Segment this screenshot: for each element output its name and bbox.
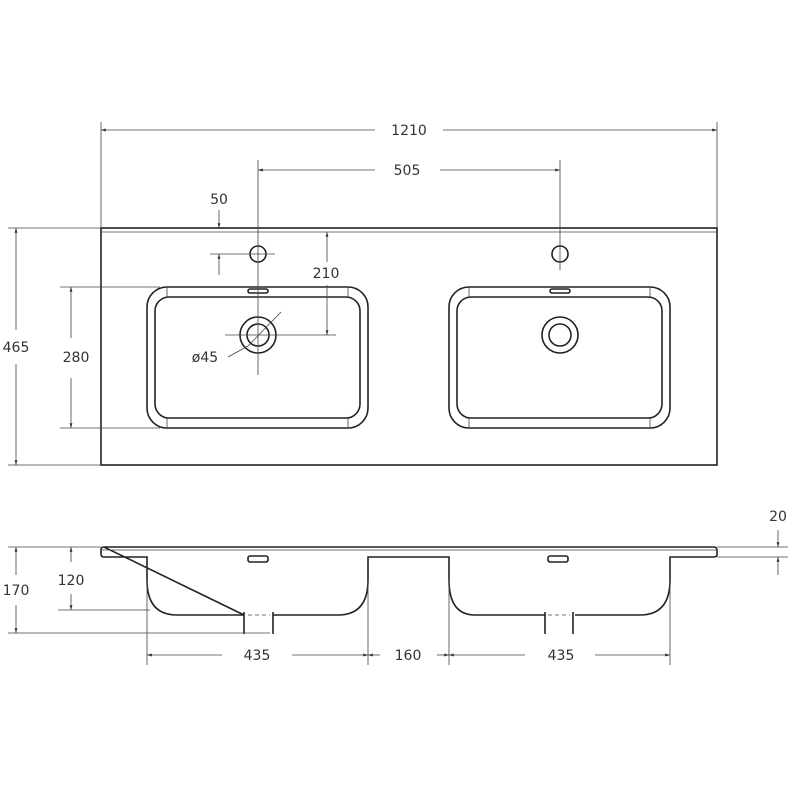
dim-tap-spacing: 505 <box>394 163 421 179</box>
dim-basin-width-right: 435 <box>548 648 575 664</box>
dim-overall-depth: 465 <box>3 340 30 356</box>
side-view: 20 170 120 435 160 435 <box>3 509 788 665</box>
dim-basin-depth: 280 <box>63 350 90 366</box>
side-view-dimensions: 20 170 120 435 160 435 <box>3 509 788 665</box>
overflow-slot <box>549 288 571 294</box>
top-view: 1210 505 50 210 ø45 465 <box>3 122 718 466</box>
dim-gap-between-basins: 160 <box>395 648 422 664</box>
dim-basin-height: 120 <box>58 573 85 589</box>
right-basin <box>448 245 671 429</box>
overflow-slot <box>547 555 569 563</box>
top-view-dimensions: 1210 505 50 210 ø45 465 <box>3 122 718 466</box>
countertop-outline <box>100 227 718 466</box>
drain-pipes <box>243 612 574 634</box>
dim-total-height: 170 <box>3 583 30 599</box>
drain-outer <box>541 316 579 354</box>
dim-slab-thickness: 20 <box>769 509 787 525</box>
overflow-slot <box>247 555 269 563</box>
dim-overall-width: 1210 <box>391 123 427 139</box>
dim-basin-width-left: 435 <box>244 648 271 664</box>
dim-tap-offset: 50 <box>210 192 228 208</box>
dim-drain-offset: 210 <box>313 266 340 282</box>
drain-inner <box>548 323 572 347</box>
dim-drain-diameter: ø45 <box>192 350 218 366</box>
